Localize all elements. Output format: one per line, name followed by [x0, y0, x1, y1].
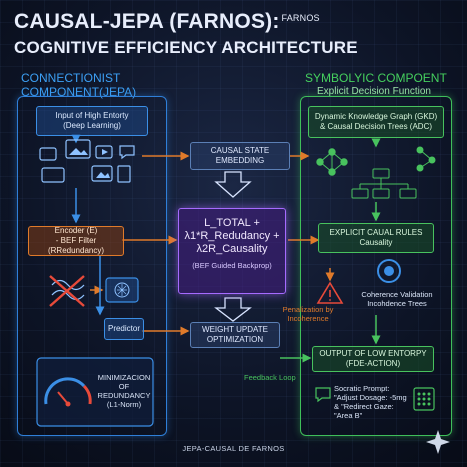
gauge-box — [36, 357, 154, 427]
connectionist-heading-line2: COMPONENT(JEPA) — [21, 85, 137, 99]
feedback-loop-label: Feedback Loop — [244, 373, 296, 382]
weight-line1: WEIGHT UPDATE — [202, 325, 268, 334]
connectionist-heading-line1: CONNECTIONIST — [21, 71, 121, 85]
loss-note: (BEF Guided Backprop) — [192, 261, 272, 270]
gkd-line2: & Causal Decision Trees (ADC) — [319, 122, 433, 131]
penalization-label: Penalization by Incoherence — [268, 305, 348, 323]
input-line2: (Deep Learning) — [63, 121, 121, 130]
output-line2: (FDE-ACTION) — [345, 359, 401, 368]
blocked-redundancy-icon — [49, 275, 85, 307]
encoder-box: Encoder (E) - BEF Filter (RRedundancy) — [28, 226, 124, 256]
weight-line2: OPTIMIZATION — [206, 335, 264, 344]
gauge-line3: (L1-Norm) — [106, 400, 142, 409]
symbolic-panel — [300, 96, 452, 436]
penalization-line2: Incoherence — [287, 314, 329, 323]
causal-rules-box: EXPLICIT CAUAL RULES Causality — [318, 223, 434, 253]
prompt-line3: & "Redirect Gaze: "Area B" — [334, 402, 394, 420]
gauge-line1: MINIMIZACION — [97, 373, 151, 382]
grid-app-icon — [413, 387, 435, 411]
rules-line2: Causality — [359, 238, 393, 247]
knowledge-graph-icon — [316, 148, 348, 176]
symbolic-heading-line1: SYMBOLYIC COMPOENT — [305, 71, 447, 85]
gauge-line2: OF REDUNDANCY — [97, 382, 151, 400]
loss-line3: λ2R_Causality — [196, 243, 268, 255]
loss-function-box: L_TOTAL + λ1*R_Redudancy + λ2R_Causality… — [178, 208, 286, 294]
encoder-line2: - BEF Filter (RRedundancy) — [47, 236, 105, 255]
penalization-line1: Penalization by — [282, 305, 334, 314]
loss-line2: λ1*R_Redudancy + — [184, 230, 280, 242]
weight-update-box: WEIGHT UPDATE OPTIMIZATION — [190, 322, 280, 348]
prompt-line2: "Adjust Dosage: -5mg — [334, 393, 407, 402]
rules-line1: EXPLICIT CAUAL RULES — [329, 228, 423, 237]
gkd-line1: Dynamic Knowledge Graph (GKD) — [314, 112, 438, 121]
input-box: Input of High Entorty (Deep Learning) — [36, 106, 148, 136]
brain-icon — [114, 282, 130, 298]
encoder-line1: Encoder (E) — [54, 226, 98, 235]
media-icons — [39, 139, 135, 183]
state-line2: EMBEDDING — [215, 156, 265, 165]
chat-icon — [315, 387, 331, 403]
decision-tree-icon — [351, 168, 417, 199]
predictor-box: Predictor — [104, 318, 144, 340]
gkd-box: Dynamic Knowledge Graph (GKD) & Causal D… — [308, 106, 444, 138]
connectionist-heading: CONNECTIONIST COMPONENT(JEPA) — [21, 71, 136, 99]
socratic-prompt: Socratic Prompt: "Adjust Dosage: -5mg & … — [334, 384, 414, 420]
network-icon — [416, 146, 436, 172]
prompt-line1: Socratic Prompt: — [334, 384, 390, 393]
coherence-label: Coherence Validation Incohdence Trees — [350, 290, 444, 308]
input-line1: Input of High Entorty — [55, 111, 129, 120]
symbolic-heading: SYMBOLYIC COMPOENT Explicit Decision Fun… — [305, 71, 447, 99]
connectionist-panel — [17, 96, 167, 436]
output-box: OUTPUT OF LOW ENTORPY (FDE-ACTION) — [312, 346, 434, 372]
page-title-line1: CAUSAL-JEPA (FARNOS):FARNOS — [14, 10, 320, 34]
loss-line1: L_TOTAL + — [204, 217, 260, 229]
warning-icon — [316, 281, 344, 304]
sparkle-icon — [426, 430, 450, 454]
hollow-arrow-top — [214, 171, 252, 198]
causal-state-box: CAUSAL STATE EMBEDDING — [190, 142, 290, 170]
coherence-line2: Incohdence Trees — [367, 299, 427, 308]
hollow-arrow-bottom — [214, 297, 252, 322]
coherence-line1: Coherence Validation — [361, 290, 433, 299]
footer-caption: JEPA-CAUSAL DE FARNOS — [182, 444, 285, 453]
title-suffix: FARNOS — [281, 13, 320, 23]
speedometer-icon — [44, 377, 92, 407]
coherence-icon — [377, 259, 401, 283]
state-line1: CAUSAL STATE — [210, 146, 270, 155]
title-main: CAUSAL-JEPA (FARNOS): — [14, 10, 280, 33]
gauge-label: MINIMIZACION OF REDUNDANCY (L1-Norm) — [96, 373, 152, 409]
symbolic-heading-line2: Explicit Decision Function — [317, 86, 431, 97]
output-line1: OUTPUT OF LOW ENTORPY — [319, 349, 427, 358]
page-title-line2: COGNITIVE EFFICIENCY ARCHITECTURE — [14, 38, 358, 57]
